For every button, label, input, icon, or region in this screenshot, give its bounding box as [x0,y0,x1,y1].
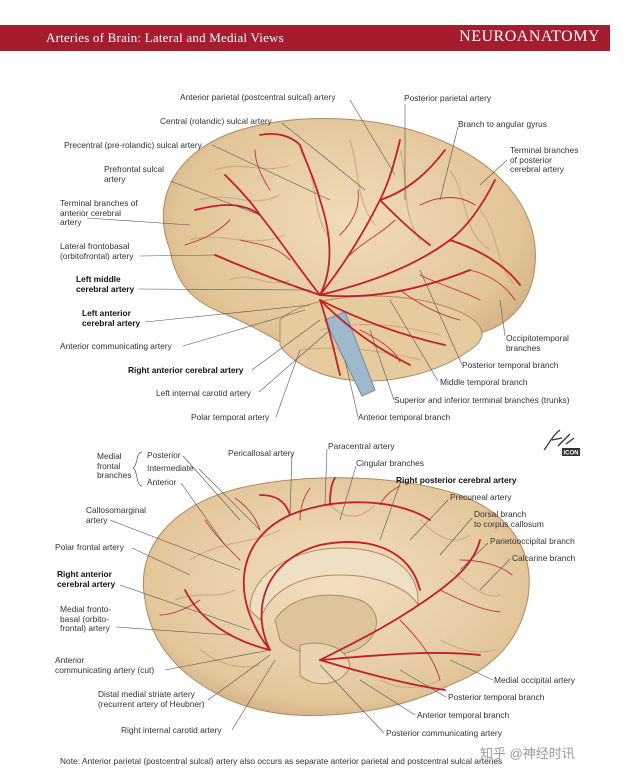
label-central-sulcal: Central (rolandic) sulcal artery [160,116,272,126]
label-posterior-temporal-lateral: Posterior temporal branch [462,360,559,370]
lateral-temporal-lobe [279,295,483,382]
label-right-internal-carotid: Right internal carotid artery [121,725,222,735]
label-medial-frontal-branches: Medial frontal branches [97,451,132,481]
label-distal-medial-striate: Distal medial striate artery (recurrent … [98,689,205,709]
watermark: 知乎 @神经时讯 [480,746,575,761]
medial-frontal-brace [132,451,143,487]
label-left-middle-cerebral: Left middle cerebral artery [76,274,135,294]
label-parietooccipital: Parietooccipital branch [490,536,575,546]
label-pericallosal: Pericallosal artery [228,448,295,458]
label-angular-gyrus: Branch to angular gyrus [458,119,547,129]
medial-view [142,477,530,716]
label-intermediate-branch: Intermediate [147,463,194,473]
label-paracentral: Paracentral artery [328,441,395,451]
svg-text:ICON: ICON [564,451,579,457]
label-callosomarginal: Callosomarginal artery [86,505,147,525]
label-anterior-parietal: Anterior parietal (postcentral sulcal) a… [180,92,336,102]
label-lateral-frontobasal: Lateral frontobasal (orbitofrontal) arte… [60,241,134,261]
label-occipitotemporal: Occipitotemporal branches [506,333,569,353]
label-posterior-parietal: Posterior parietal artery [404,93,492,103]
label-right-anterior-cerebral-lateral: Right anterior cerebral artery [128,365,244,375]
label-anterior-communicating-lateral: Anterior communicating artery [60,341,172,351]
label-precuneal: Precuneal artery [450,492,512,502]
label-posterior-branch: Posterior [147,450,181,460]
label-right-posterior-cerebral: Right posterior cerebral artery [396,475,517,485]
label-anterior-temporal-medial: Anterior temporal branch [417,710,510,720]
label-medial-occipital: Medial occipital artery [494,675,575,685]
label-medial-frontobasal: Medial fronto- basal (orbito- frontal) a… [60,604,112,634]
label-posterior-temporal-medial: Posterior temporal branch [448,692,545,702]
label-dorsal-branch: Dorsal branch to corpus callosum [474,509,544,529]
label-calcarine: Calcarine branch [512,553,576,563]
label-precentral: Precentral (pre-rolandic) sulcal artery [64,140,202,150]
label-anterior-communicating-medial: Anterior communicating artery (cut) [55,655,155,675]
header-bar: Arteries of Brain: Lateral and Medial Vi… [0,25,610,51]
label-left-anterior-cerebral: Left anterior cerebral artery [82,308,141,328]
page-title: Arteries of Brain: Lateral and Medial Vi… [46,30,284,45]
label-superior-inferior-terminal: Superior and inferior terminal branches … [394,395,570,405]
leader-lines [86,99,511,734]
label-cingular: Cingular branches [356,458,424,468]
label-posterior-communicating: Posterior communicating artery [386,728,502,738]
label-right-anterior-cerebral-medial: Right anterior cerebral artery [57,569,116,589]
label-polar-temporal: Polar temporal artery [191,412,270,422]
label-terminal-posterior: Terminal branches of posterior cerebral … [510,145,579,175]
artist-signature: ICON [543,429,580,457]
label-anterior-temporal-lateral: Anterior temporal branch [358,412,451,422]
label-left-internal-carotid: Left internal carotid artery [156,388,251,398]
brainstem-cut [299,642,351,685]
label-prefrontal: Prefrontal sulcal artery [104,164,165,184]
label-anterior-branch: Anterior [147,477,177,487]
footnote: Note: Anterior parietal (postcentral sul… [60,756,503,766]
label-polar-frontal: Polar frontal artery [55,542,124,552]
label-middle-temporal: Middle temporal branch [440,377,528,387]
lateral-view [162,118,536,397]
label-terminal-anterior: Terminal branches of anterior cerebral a… [60,198,138,228]
left-internal-carotid-stub [324,311,376,397]
section-title: NEUROANATOMY [459,28,600,45]
